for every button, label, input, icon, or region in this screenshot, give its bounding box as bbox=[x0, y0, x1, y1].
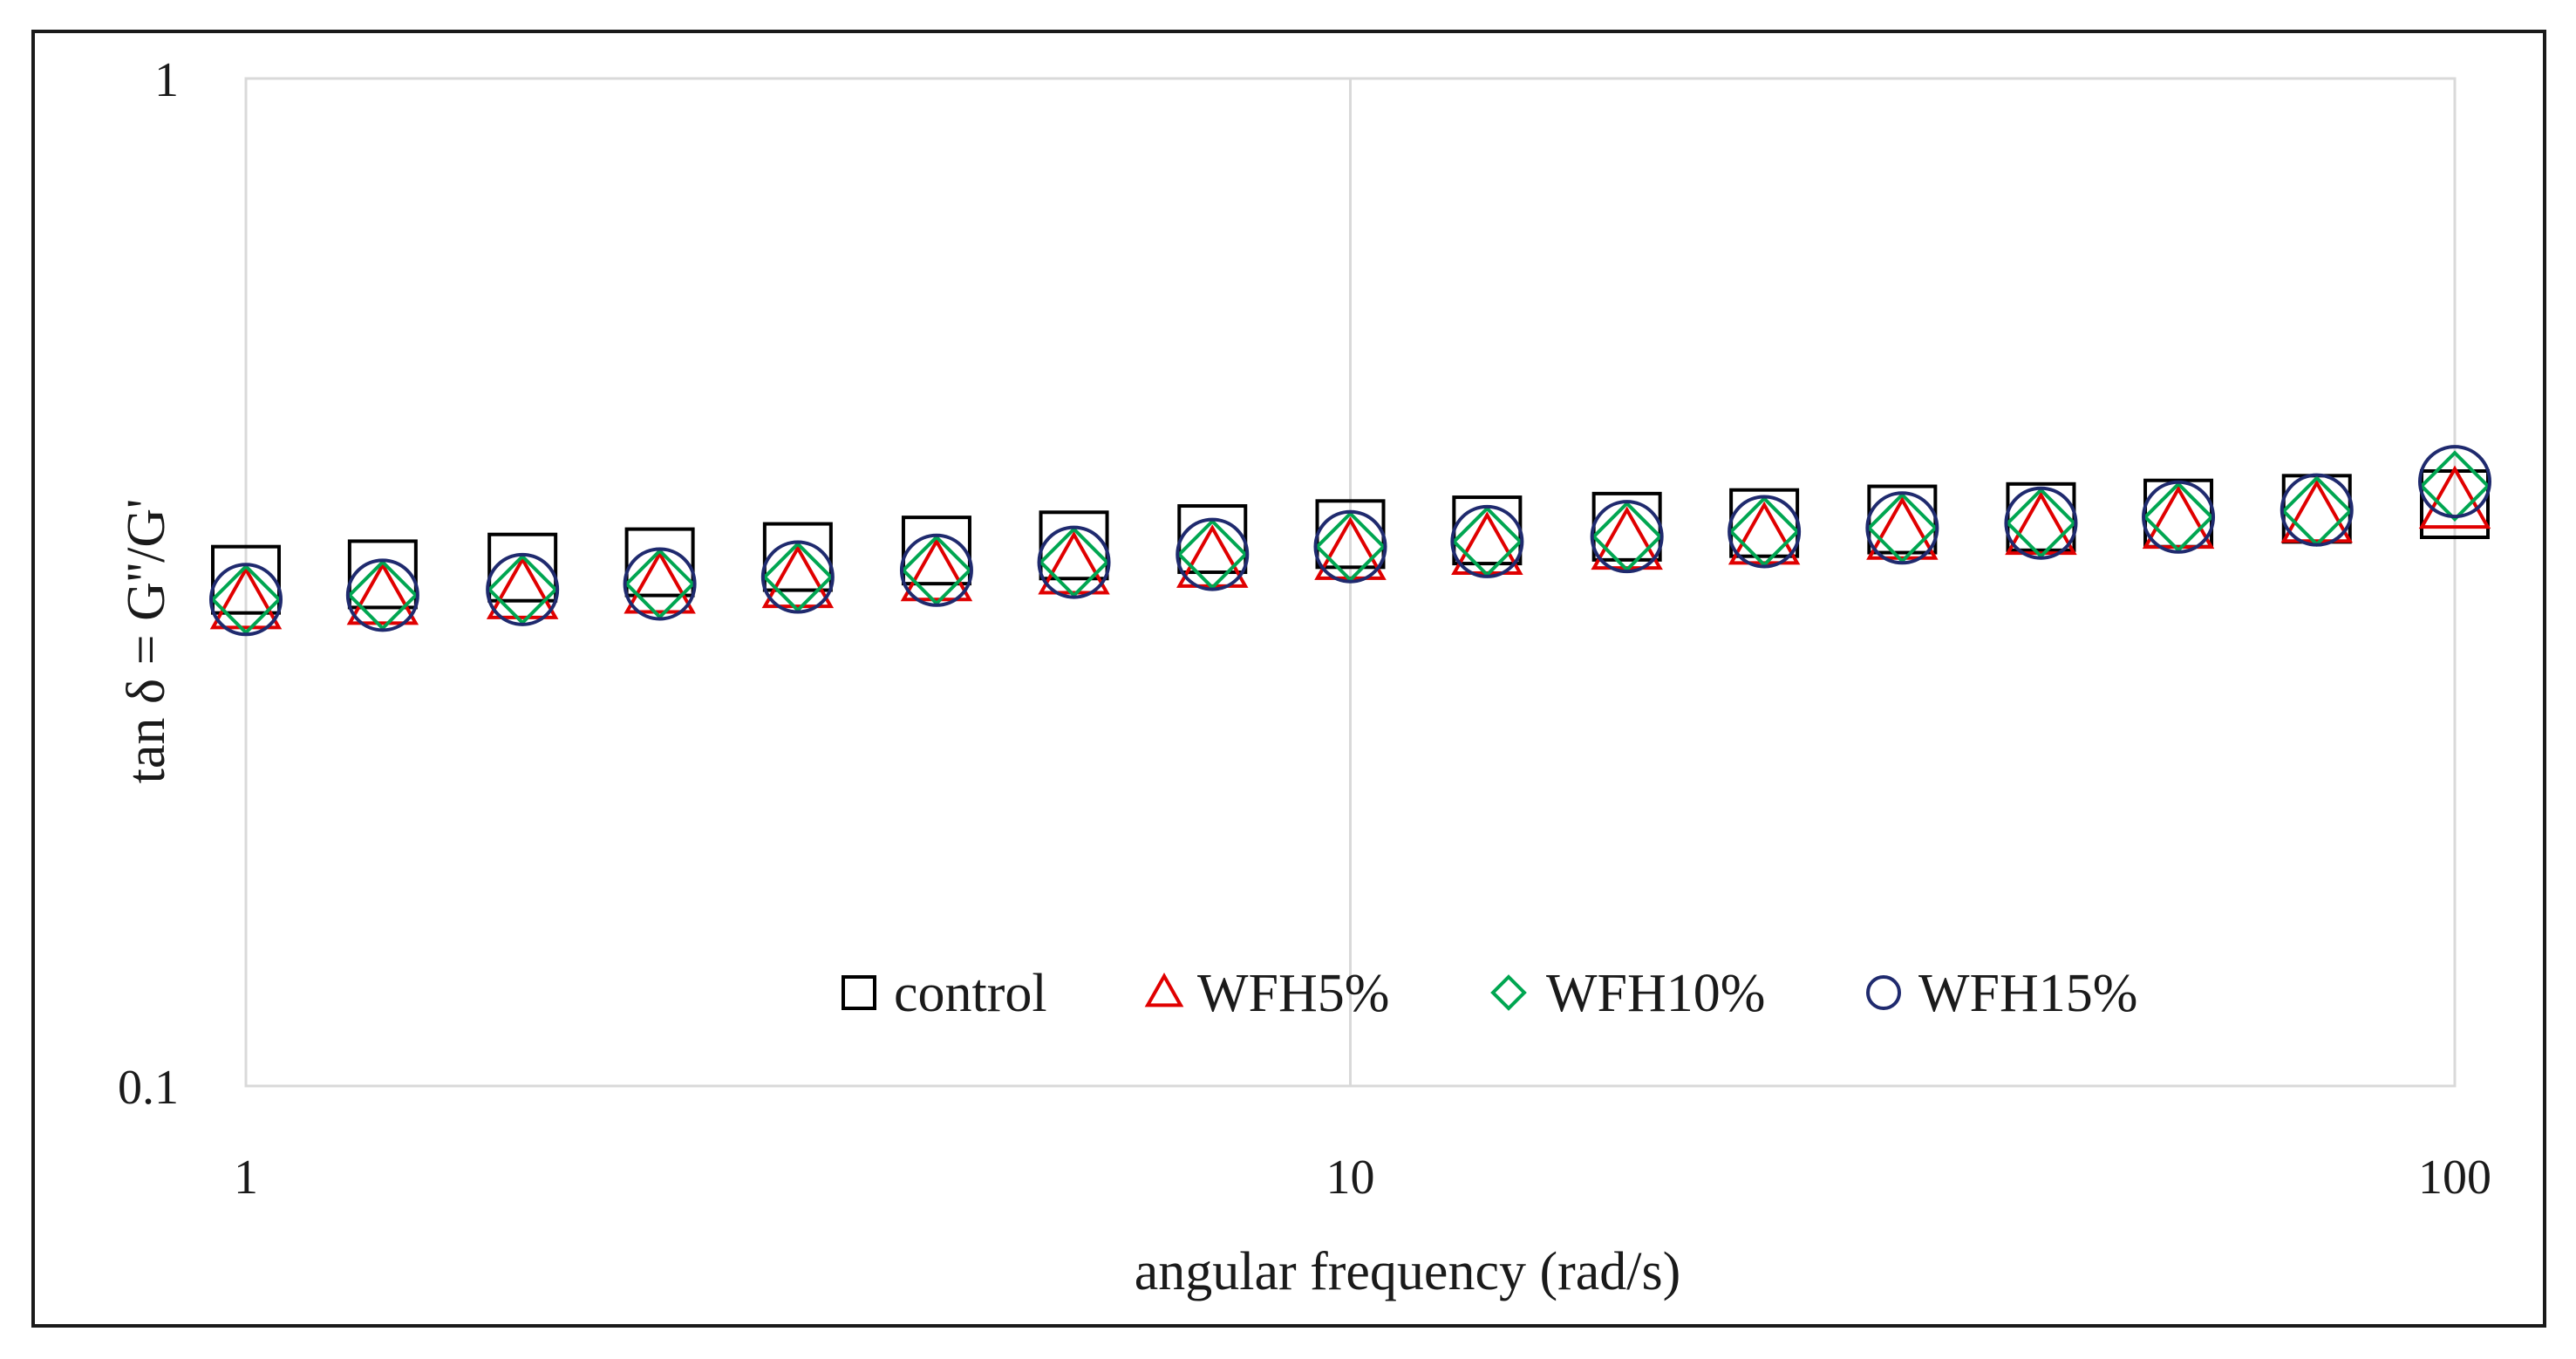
data-point bbox=[346, 561, 419, 625]
data-point bbox=[486, 556, 559, 619]
data-point bbox=[762, 522, 833, 592]
y-axis-label: tan δ = G''/G' bbox=[117, 499, 176, 784]
data-point bbox=[211, 544, 281, 615]
plot-area-rect bbox=[244, 77, 2457, 1088]
data-point bbox=[1450, 504, 1524, 578]
data-point bbox=[1866, 496, 1939, 560]
data-point bbox=[900, 537, 973, 602]
data-point bbox=[2418, 445, 2491, 519]
legend-entry: WFH15% bbox=[1866, 964, 2137, 1023]
legend-marker bbox=[1144, 973, 1184, 1007]
series-3 bbox=[209, 445, 2491, 637]
data-point bbox=[760, 540, 835, 614]
data-point bbox=[2419, 450, 2491, 522]
data-point bbox=[1176, 517, 1250, 591]
data-point bbox=[1039, 510, 1109, 581]
data-point bbox=[487, 532, 558, 603]
data-point bbox=[209, 563, 283, 637]
legend-marker bbox=[1866, 975, 1901, 1010]
data-point bbox=[2005, 491, 2077, 556]
data-point bbox=[1037, 525, 1111, 599]
data-point bbox=[2280, 479, 2354, 543]
series-1 bbox=[209, 465, 2491, 630]
data-point bbox=[623, 547, 697, 621]
data-point bbox=[209, 565, 283, 630]
legend-label: control bbox=[894, 964, 1047, 1023]
data-point bbox=[2280, 473, 2354, 547]
data-point bbox=[624, 550, 696, 614]
legend-label: WFH15% bbox=[1918, 964, 2137, 1023]
data-point bbox=[1590, 500, 1664, 574]
data-point bbox=[2142, 480, 2216, 554]
legend-marker bbox=[1490, 974, 1527, 1011]
legend-entry: WFH5% bbox=[1144, 964, 1389, 1023]
x-axis-label: angular frequency (rad/s) bbox=[1135, 1242, 1681, 1301]
data-point bbox=[624, 527, 695, 598]
data-point bbox=[486, 552, 560, 626]
legend-entry: control bbox=[842, 964, 1047, 1023]
legend-label: WFH10% bbox=[1546, 964, 1765, 1023]
data-point bbox=[2142, 485, 2215, 550]
legend: control WFH5% WFH10% WFH15% bbox=[842, 964, 2137, 1023]
chart-frame bbox=[31, 30, 2546, 1328]
x-tick-label: 100 bbox=[2418, 1151, 2491, 1205]
x-tick-label: 10 bbox=[1326, 1151, 1375, 1205]
x-tick-label: 1 bbox=[234, 1151, 258, 1205]
data-point bbox=[1728, 495, 1802, 569]
y-tick-label: 0.1 bbox=[118, 1061, 179, 1115]
plot-area-border bbox=[244, 77, 2457, 1088]
data-point bbox=[761, 544, 835, 609]
data-point bbox=[347, 539, 418, 610]
tick-labels: 1 10 100 0.1 1 bbox=[118, 53, 2491, 1205]
data-point bbox=[899, 533, 973, 607]
legend-label: WFH5% bbox=[1197, 964, 1389, 1023]
data-marks bbox=[209, 445, 2491, 637]
data-point bbox=[901, 516, 971, 586]
data-point bbox=[1865, 491, 1939, 565]
data-point bbox=[2004, 486, 2078, 560]
data-point bbox=[1038, 530, 1110, 595]
data-point bbox=[2418, 465, 2491, 529]
legend-entry: WFH10% bbox=[1490, 964, 1765, 1023]
data-point bbox=[345, 558, 419, 632]
legend-marker bbox=[842, 975, 876, 1010]
y-tick-label: 1 bbox=[154, 53, 179, 107]
data-point bbox=[1313, 509, 1387, 584]
